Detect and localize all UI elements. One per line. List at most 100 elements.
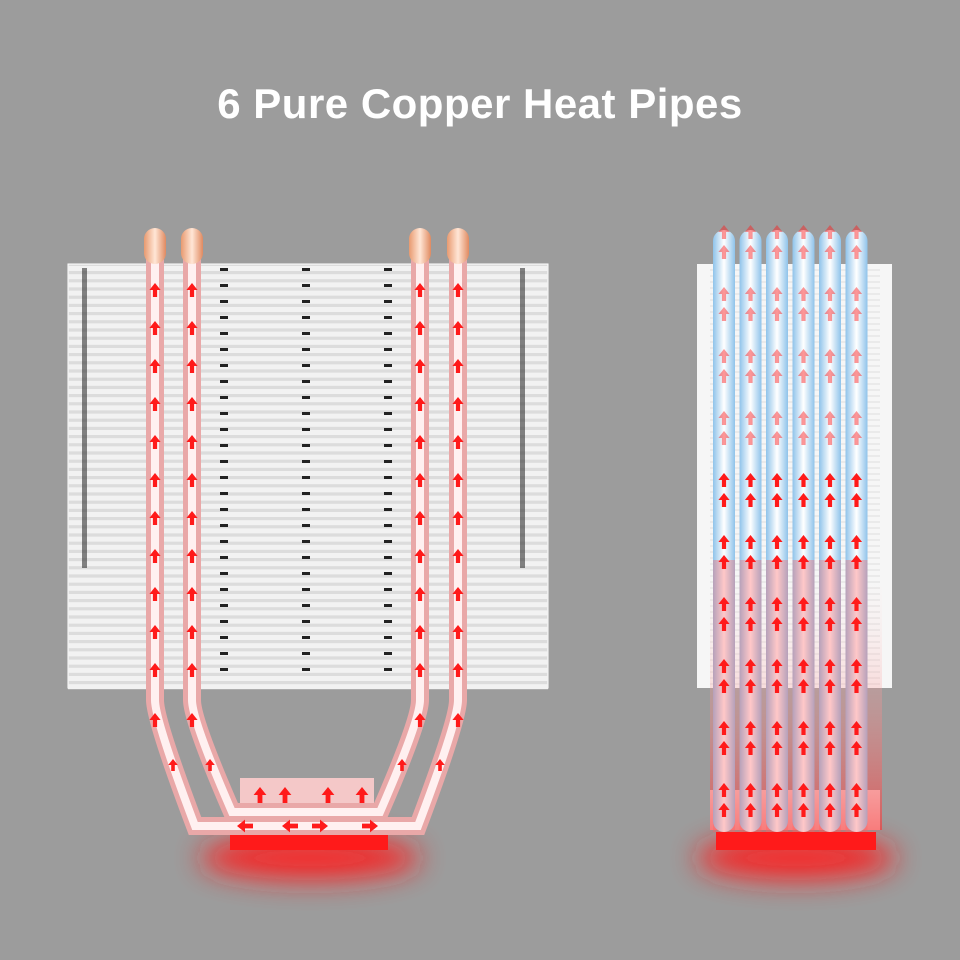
arrow-group (718, 783, 730, 817)
heat-flow-arrow-icon (744, 659, 757, 673)
heat-flow-arrow-icon (718, 411, 730, 425)
arrow-group (718, 535, 730, 569)
fin (68, 512, 548, 517)
fin-notch (220, 412, 228, 415)
fin-notch (220, 316, 228, 319)
heat-source-base (230, 832, 388, 850)
fin-notch (302, 476, 310, 479)
fin (68, 397, 548, 403)
heat-flow-arrow-icon (149, 625, 161, 639)
side-view-heatsink (696, 225, 896, 880)
heat-flow-arrow-icon (797, 741, 810, 755)
arrow-group (744, 225, 757, 259)
fin-notch (302, 508, 310, 511)
fin-notch (220, 620, 228, 623)
arrow-group (824, 659, 836, 693)
heat-flow-arrow-icon (718, 659, 730, 673)
arrow-group (718, 411, 730, 445)
heat-flow-arrow-icon (850, 307, 863, 321)
fin (68, 290, 548, 296)
heat-flow-arrow-icon (850, 287, 863, 301)
heat-flow-arrow-icon (744, 679, 757, 693)
fin-notch (220, 380, 228, 383)
fin-notch (302, 492, 310, 495)
fin (68, 594, 548, 599)
heat-flow-arrow-icon (744, 287, 757, 301)
heat-flow-arrow-icon (771, 741, 783, 755)
fin-notch (302, 396, 310, 399)
fin (68, 479, 548, 485)
copper-pipe-tip (447, 228, 469, 264)
fin-notch (220, 460, 228, 463)
heat-flow-arrow-icon (186, 713, 198, 727)
heat-flow-arrow-icon (744, 803, 757, 817)
heat-flow-arrow-icon (824, 431, 836, 445)
fin (68, 487, 548, 493)
heat-flow-arrow-icon (435, 759, 445, 771)
arrow-group (771, 287, 783, 321)
fin-notch (302, 636, 310, 639)
heat-flow-arrow-icon (186, 321, 198, 335)
fin-notch (302, 652, 310, 655)
fin-notch (384, 540, 392, 543)
heat-flow-arrow-icon (771, 245, 783, 259)
fin-notch (384, 332, 392, 335)
heat-flow-arrow-icon (397, 759, 407, 771)
arrow-group (850, 597, 863, 631)
heat-pipe (819, 230, 841, 832)
heat-flow-arrow-icon (186, 473, 198, 487)
heat-flow-arrow-icon (744, 369, 757, 383)
heat-flow-arrow-icon (850, 679, 863, 693)
arrow-group (744, 597, 757, 631)
heat-flow-arrow-icon (452, 321, 464, 335)
heat-flow-arrow-icon (850, 721, 863, 735)
heat-flow-arrow-icon (414, 359, 426, 373)
arrow-group (771, 597, 783, 631)
fin (68, 553, 548, 558)
arrow-group (797, 473, 810, 507)
fin (68, 430, 548, 435)
heat-flow-arrow-icon (824, 349, 836, 363)
heat-flow-arrow-icon (797, 349, 810, 363)
heat-flow-arrow-icon (850, 349, 863, 363)
heat-flow-arrow-icon (824, 659, 836, 673)
fin (68, 323, 548, 329)
fin (68, 536, 548, 542)
heat-pipe-hot-section (739, 560, 762, 832)
fin-notch (302, 556, 310, 559)
fin-notch (384, 492, 392, 495)
arrow-group (718, 721, 730, 755)
fin-notch (220, 444, 228, 447)
heat-flow-arrow-icon (771, 555, 783, 569)
heat-flow-arrow-icon (824, 535, 836, 549)
arrow-group (824, 721, 836, 755)
fin-notch (220, 588, 228, 591)
heat-flow-arrow-icon (824, 679, 836, 693)
arrow-group (850, 659, 863, 693)
heat-flow-arrow-icon (824, 803, 836, 817)
arrow-group (850, 225, 863, 259)
fin (68, 380, 548, 386)
heat-flow-arrow-icon (771, 659, 783, 673)
heat-flow-arrow-icon (186, 549, 198, 563)
heat-flow-arrow-icon (744, 493, 757, 507)
heat-flow-arrow-icon (797, 803, 810, 817)
heat-flow-arrow-icon (744, 431, 757, 445)
heat-flow-arrow-icon (771, 473, 783, 487)
arrow-group (850, 349, 863, 383)
arrow-group (797, 597, 810, 631)
heat-pipe (792, 230, 815, 832)
heat-flow-arrow-icon (850, 225, 863, 239)
fin-notch (384, 316, 392, 319)
heat-flow-arrow-icon (149, 473, 161, 487)
heat-flow-arrow-icon (452, 549, 464, 563)
heat-flow-arrow-icon (718, 555, 730, 569)
arrow-group (718, 659, 730, 693)
heat-flow-arrow-icon (771, 597, 783, 611)
arrow-group (797, 659, 810, 693)
fin (68, 307, 548, 312)
heat-flow-arrow-icon (850, 411, 863, 425)
fin-notch (302, 348, 310, 351)
heat-flow-arrow-icon (744, 597, 757, 611)
heat-flow-arrow-icon (414, 549, 426, 563)
